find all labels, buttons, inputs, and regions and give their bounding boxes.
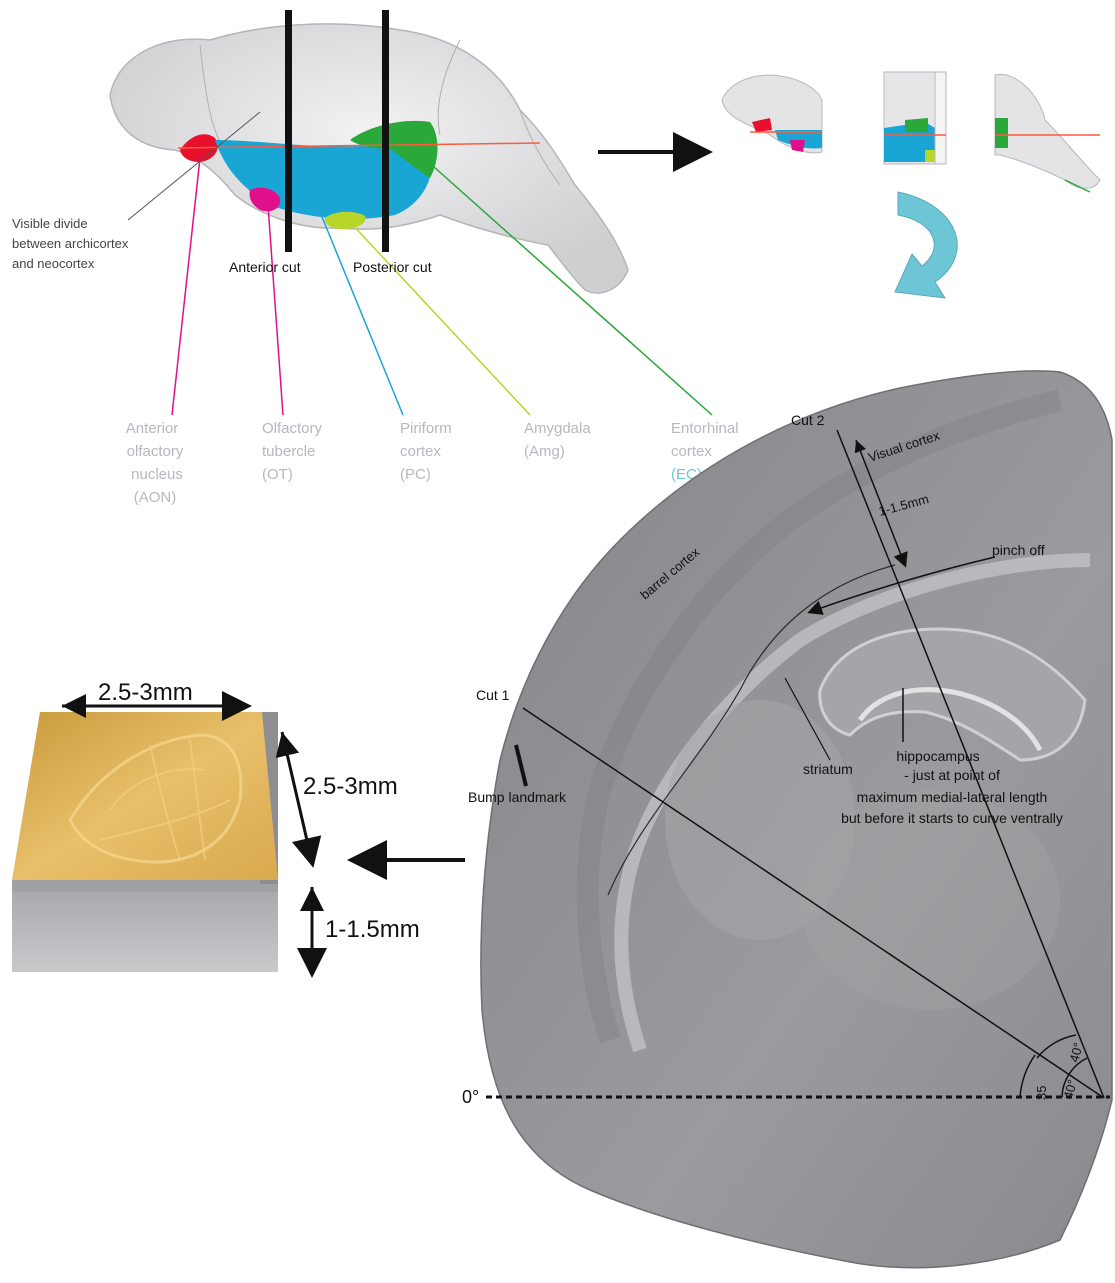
block-height-label: 1-1.5mm bbox=[325, 916, 420, 943]
svg-text:between archicortex: between archicortex bbox=[12, 236, 129, 251]
svg-text:(AON): (AON) bbox=[134, 489, 177, 506]
section-posterior bbox=[995, 74, 1100, 192]
svg-text:but before it starts to curve: but before it starts to curve ventrally bbox=[841, 810, 1063, 826]
svg-text:cortex: cortex bbox=[671, 443, 712, 460]
region-label-aon: Anterior olfactory nucleus (AON) bbox=[126, 420, 184, 506]
svg-text:nucleus: nucleus bbox=[131, 466, 183, 483]
pinch-off-label: pinch off bbox=[992, 542, 1045, 558]
tissue-block bbox=[12, 712, 278, 972]
svg-text:tubercle: tubercle bbox=[262, 443, 315, 460]
svg-text:(PC): (PC) bbox=[400, 466, 431, 483]
svg-text:(Amg): (Amg) bbox=[524, 443, 565, 460]
bump-label: Bump landmark bbox=[468, 789, 567, 805]
svg-text:hippocampus: hippocampus bbox=[896, 748, 979, 764]
zero-label: 0° bbox=[462, 1087, 479, 1107]
striatum-label: striatum bbox=[803, 761, 853, 777]
aon-leader bbox=[172, 158, 200, 415]
ot-leader bbox=[268, 205, 283, 415]
cut2-label: Cut 2 bbox=[791, 412, 825, 428]
pc-leader bbox=[320, 212, 403, 415]
svg-text:olfactory: olfactory bbox=[127, 443, 184, 460]
region-label-pc: Piriform cortex (PC) bbox=[400, 420, 452, 483]
svg-text:Amygdala: Amygdala bbox=[524, 420, 591, 437]
anterior-cut-bar bbox=[285, 10, 292, 252]
svg-text:maximum medial-lateral length: maximum medial-lateral length bbox=[857, 789, 1048, 805]
section-middle bbox=[884, 72, 946, 164]
divide-label: Visible divide between archicortex and n… bbox=[12, 216, 129, 271]
rotate-arrow bbox=[895, 192, 957, 298]
amg-leader bbox=[350, 222, 530, 415]
region-label-amg: Amygdala (Amg) bbox=[524, 420, 591, 460]
block-depth-label: 2.5-3mm bbox=[303, 773, 398, 800]
cut1-label: Cut 1 bbox=[476, 687, 510, 703]
svg-text:(OT): (OT) bbox=[262, 466, 293, 483]
svg-text:Visible divide: Visible divide bbox=[12, 216, 88, 231]
posterior-cut-label: Posterior cut bbox=[353, 259, 432, 275]
anterior-cut-label: Anterior cut bbox=[229, 259, 301, 275]
svg-text:cortex: cortex bbox=[400, 443, 441, 460]
angle-35-label: 35 bbox=[1034, 1086, 1049, 1100]
svg-text:Piriform: Piriform bbox=[400, 420, 452, 437]
posterior-cut-bar bbox=[382, 10, 389, 252]
svg-text:- just at point of: - just at point of bbox=[904, 767, 1000, 783]
section-anterior bbox=[722, 75, 822, 153]
svg-text:and neocortex: and neocortex bbox=[12, 256, 95, 271]
block-width-label: 2.5-3mm bbox=[98, 679, 193, 706]
svg-text:Entorhinal: Entorhinal bbox=[671, 420, 739, 437]
svg-text:Olfactory: Olfactory bbox=[262, 420, 323, 437]
region-label-ot: Olfactory tubercle (OT) bbox=[262, 420, 323, 483]
svg-text:Anterior: Anterior bbox=[126, 420, 179, 437]
